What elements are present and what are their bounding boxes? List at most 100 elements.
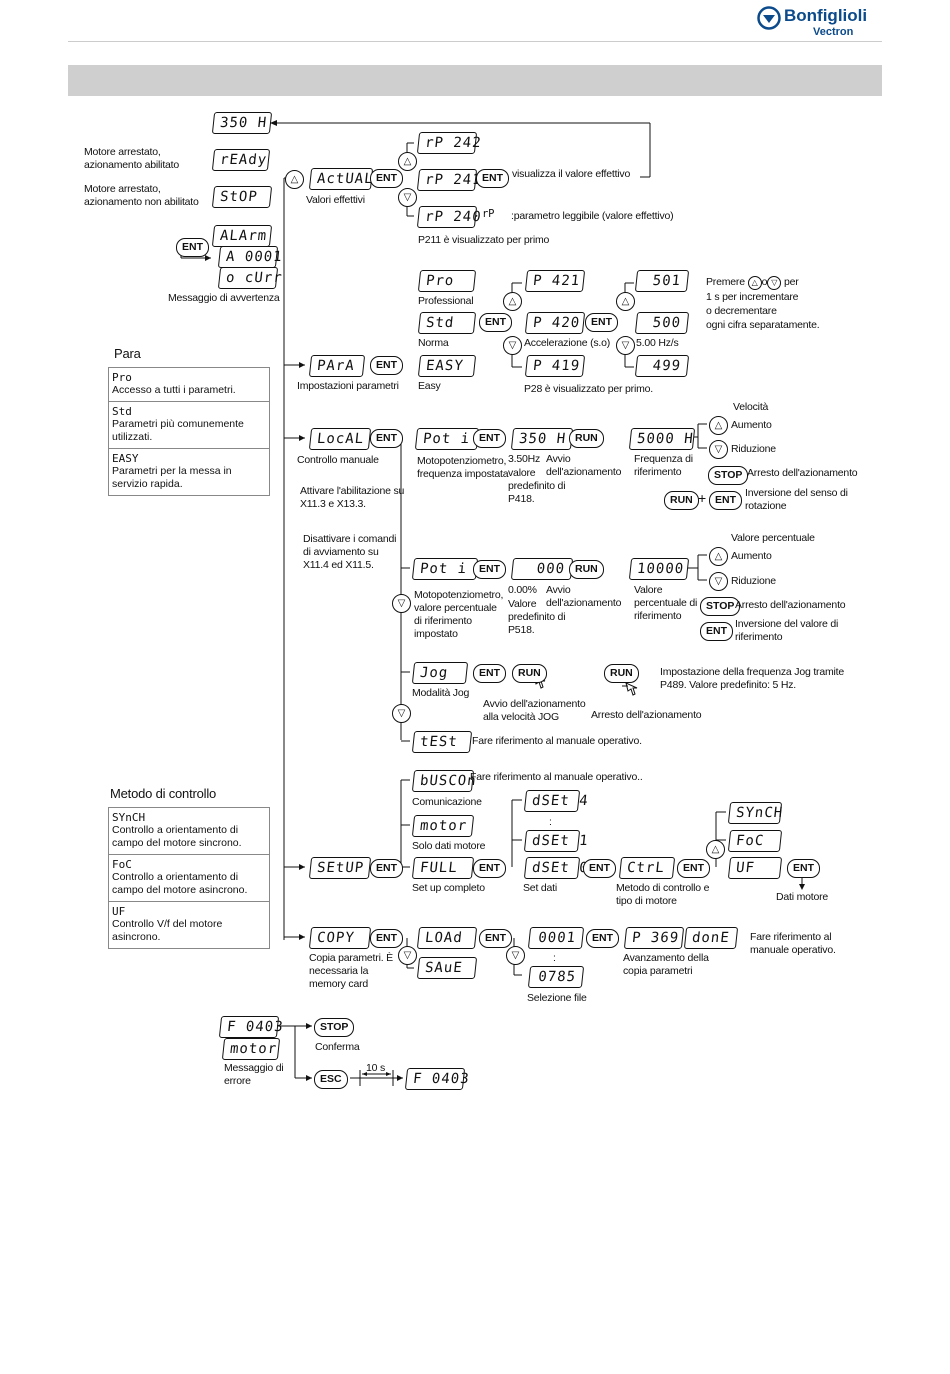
legend-text: Controllo a orientamento di campo del mo… <box>112 824 242 849</box>
readable-text: :parametro leggibile (valore effettivo) <box>511 210 674 222</box>
full-caption: Set up completo <box>412 882 485 894</box>
value-up-icon[interactable]: △ <box>616 292 635 311</box>
potip-caption: Motopotenziometro, valore percentuale di… <box>414 589 504 640</box>
para-menu[interactable]: PArA <box>308 355 366 377</box>
jog-down-icon[interactable]: ▽ <box>392 704 411 723</box>
para-down-icon[interactable]: ▽ <box>503 336 522 355</box>
error-esc-button[interactable]: ESC <box>314 1070 348 1089</box>
copy-down-icon[interactable]: ▽ <box>398 946 417 965</box>
para-std-display[interactable]: Std <box>417 312 477 334</box>
save-display[interactable]: SAuE <box>416 957 478 979</box>
press-line-2: 1 s per incrementare <box>706 291 799 303</box>
para-ent-button[interactable]: ENT <box>370 356 403 375</box>
actual-menu[interactable]: ActUAL <box>308 168 374 190</box>
local-menu[interactable]: LocAL <box>308 428 372 450</box>
setup-ent-button[interactable]: ENT <box>370 859 403 878</box>
para-first-text: P28 è visualizzato per primo. <box>524 383 654 395</box>
potip-ent-button[interactable]: ENT <box>473 560 506 579</box>
buscon-display[interactable]: bUSCOn <box>411 770 477 792</box>
dset-ent-button[interactable]: ENT <box>583 859 616 878</box>
local-ent-button[interactable]: ENT <box>370 429 403 448</box>
copy-caption: Copia parametri. È necessaria la memory … <box>309 952 393 990</box>
jog-run-button[interactable]: RUN <box>512 664 547 683</box>
press-down-icon: ▽ <box>767 276 782 290</box>
value-down-icon[interactable]: ▽ <box>616 336 635 355</box>
para-easy-display[interactable]: EASY <box>417 355 477 377</box>
file-down-icon[interactable]: ▽ <box>506 946 525 965</box>
jog-run-release-button[interactable]: RUN <box>604 664 639 683</box>
full-display[interactable]: FULL <box>411 857 475 879</box>
copy-ent-button[interactable]: ENT <box>370 929 403 948</box>
pct-stop-button[interactable]: STOP <box>700 597 741 616</box>
file-dots: : <box>553 952 556 964</box>
potif-ent-button[interactable]: ENT <box>473 429 506 448</box>
jog-start-text: Avvio dell'azionamento alla velocità JOG <box>483 698 586 723</box>
dset-caption: Set dati <box>523 882 558 894</box>
up-arrow-icon[interactable]: △ <box>285 170 304 189</box>
local-caption: Controllo manuale <box>297 454 379 466</box>
pct-title-text: Valore percentuale <box>731 532 815 544</box>
std-ent-button[interactable]: ENT <box>479 313 512 332</box>
local-stop-button[interactable]: STOP <box>708 466 749 485</box>
alarm-caption: Messaggio di avvertenza <box>168 292 280 304</box>
full-ent-button[interactable]: ENT <box>473 859 506 878</box>
delay-text: 10 s <box>366 1062 386 1074</box>
para-pro-display[interactable]: Pro <box>417 270 477 292</box>
jog-display[interactable]: Jog <box>411 662 469 684</box>
press-line-3: o decrementare <box>706 305 777 317</box>
potip-down-icon[interactable]: ▽ <box>392 594 411 613</box>
motor-caption: Solo dati motore <box>412 840 486 852</box>
press-line-4: ogni cifra separatamente. <box>706 319 820 331</box>
legend-text: Parametri per la messa in servizio rapid… <box>112 465 232 490</box>
load-ent-button[interactable]: ENT <box>479 929 512 948</box>
actual-down-icon[interactable]: ▽ <box>398 188 417 207</box>
setup-motor-display[interactable]: motor <box>411 815 475 837</box>
legend-code: FoC <box>112 858 132 871</box>
load-display[interactable]: LOAd <box>416 927 478 949</box>
uf-ent-button[interactable]: ENT <box>787 859 820 878</box>
local-note-2: Disattivare i comandi di avviamento su X… <box>303 533 397 571</box>
jog-stop-text: Arresto dell'azionamento <box>591 709 702 721</box>
alarm-ent-button[interactable]: ENT <box>176 238 209 257</box>
inv-run-button[interactable]: RUN <box>664 491 699 510</box>
setup-menu[interactable]: SEtUP <box>308 857 372 879</box>
run-button[interactable]: RUN <box>569 429 604 448</box>
p420-ent-button[interactable]: ENT <box>585 313 618 332</box>
test-display[interactable]: tESt <box>411 731 473 753</box>
potip-display[interactable]: Pot i P <box>411 558 487 580</box>
speed-up-icon[interactable]: △ <box>709 416 728 435</box>
dset0-display: dSEt 0 <box>523 857 589 879</box>
ready-display: rEAdy <box>211 149 271 171</box>
ctrl-ent-button[interactable]: ENT <box>677 859 710 878</box>
pct0-text: 0.00% <box>508 584 537 596</box>
error-stop-button[interactable]: STOP <box>314 1018 355 1037</box>
copy-menu[interactable]: COPY <box>308 927 372 949</box>
potip-run-button[interactable]: RUN <box>569 560 604 579</box>
inv-ent-button[interactable]: ENT <box>709 491 742 510</box>
local-stop-text: Arresto dell'azionamento <box>747 467 858 479</box>
alarm-display: ALArm <box>211 225 273 247</box>
legend-text: Controllo a orientamento di campo del mo… <box>112 871 248 896</box>
rp241-ent-button[interactable]: ENT <box>476 169 509 188</box>
ctrl-display[interactable]: CtrL <box>618 857 676 879</box>
pct-ent-button[interactable]: ENT <box>700 622 733 641</box>
pct-down-icon[interactable]: ▽ <box>709 572 728 591</box>
pct-up-icon[interactable]: △ <box>709 547 728 566</box>
para-up-icon[interactable]: △ <box>503 292 522 311</box>
legend-text: Controllo V/f del motore asincrono. <box>112 918 223 943</box>
ctrl-up-icon[interactable]: △ <box>706 840 725 859</box>
actual-up-icon[interactable]: △ <box>398 152 417 171</box>
file-ent-button[interactable]: ENT <box>586 929 619 948</box>
copy-note: Fare riferimento al manuale operativo. <box>750 931 836 956</box>
speed-text: Velocità <box>733 401 769 413</box>
avvio-2-text: Avvio dell'azionamento <box>546 584 622 609</box>
foc-display: FoC <box>727 830 783 852</box>
alarm-code-display: A 0001 <box>217 246 283 268</box>
potif-display[interactable]: Pot i F <box>414 428 490 450</box>
speed-down-icon[interactable]: ▽ <box>709 440 728 459</box>
jog-ent-button[interactable]: ENT <box>473 664 506 683</box>
actual-ent-button[interactable]: ENT <box>370 169 403 188</box>
